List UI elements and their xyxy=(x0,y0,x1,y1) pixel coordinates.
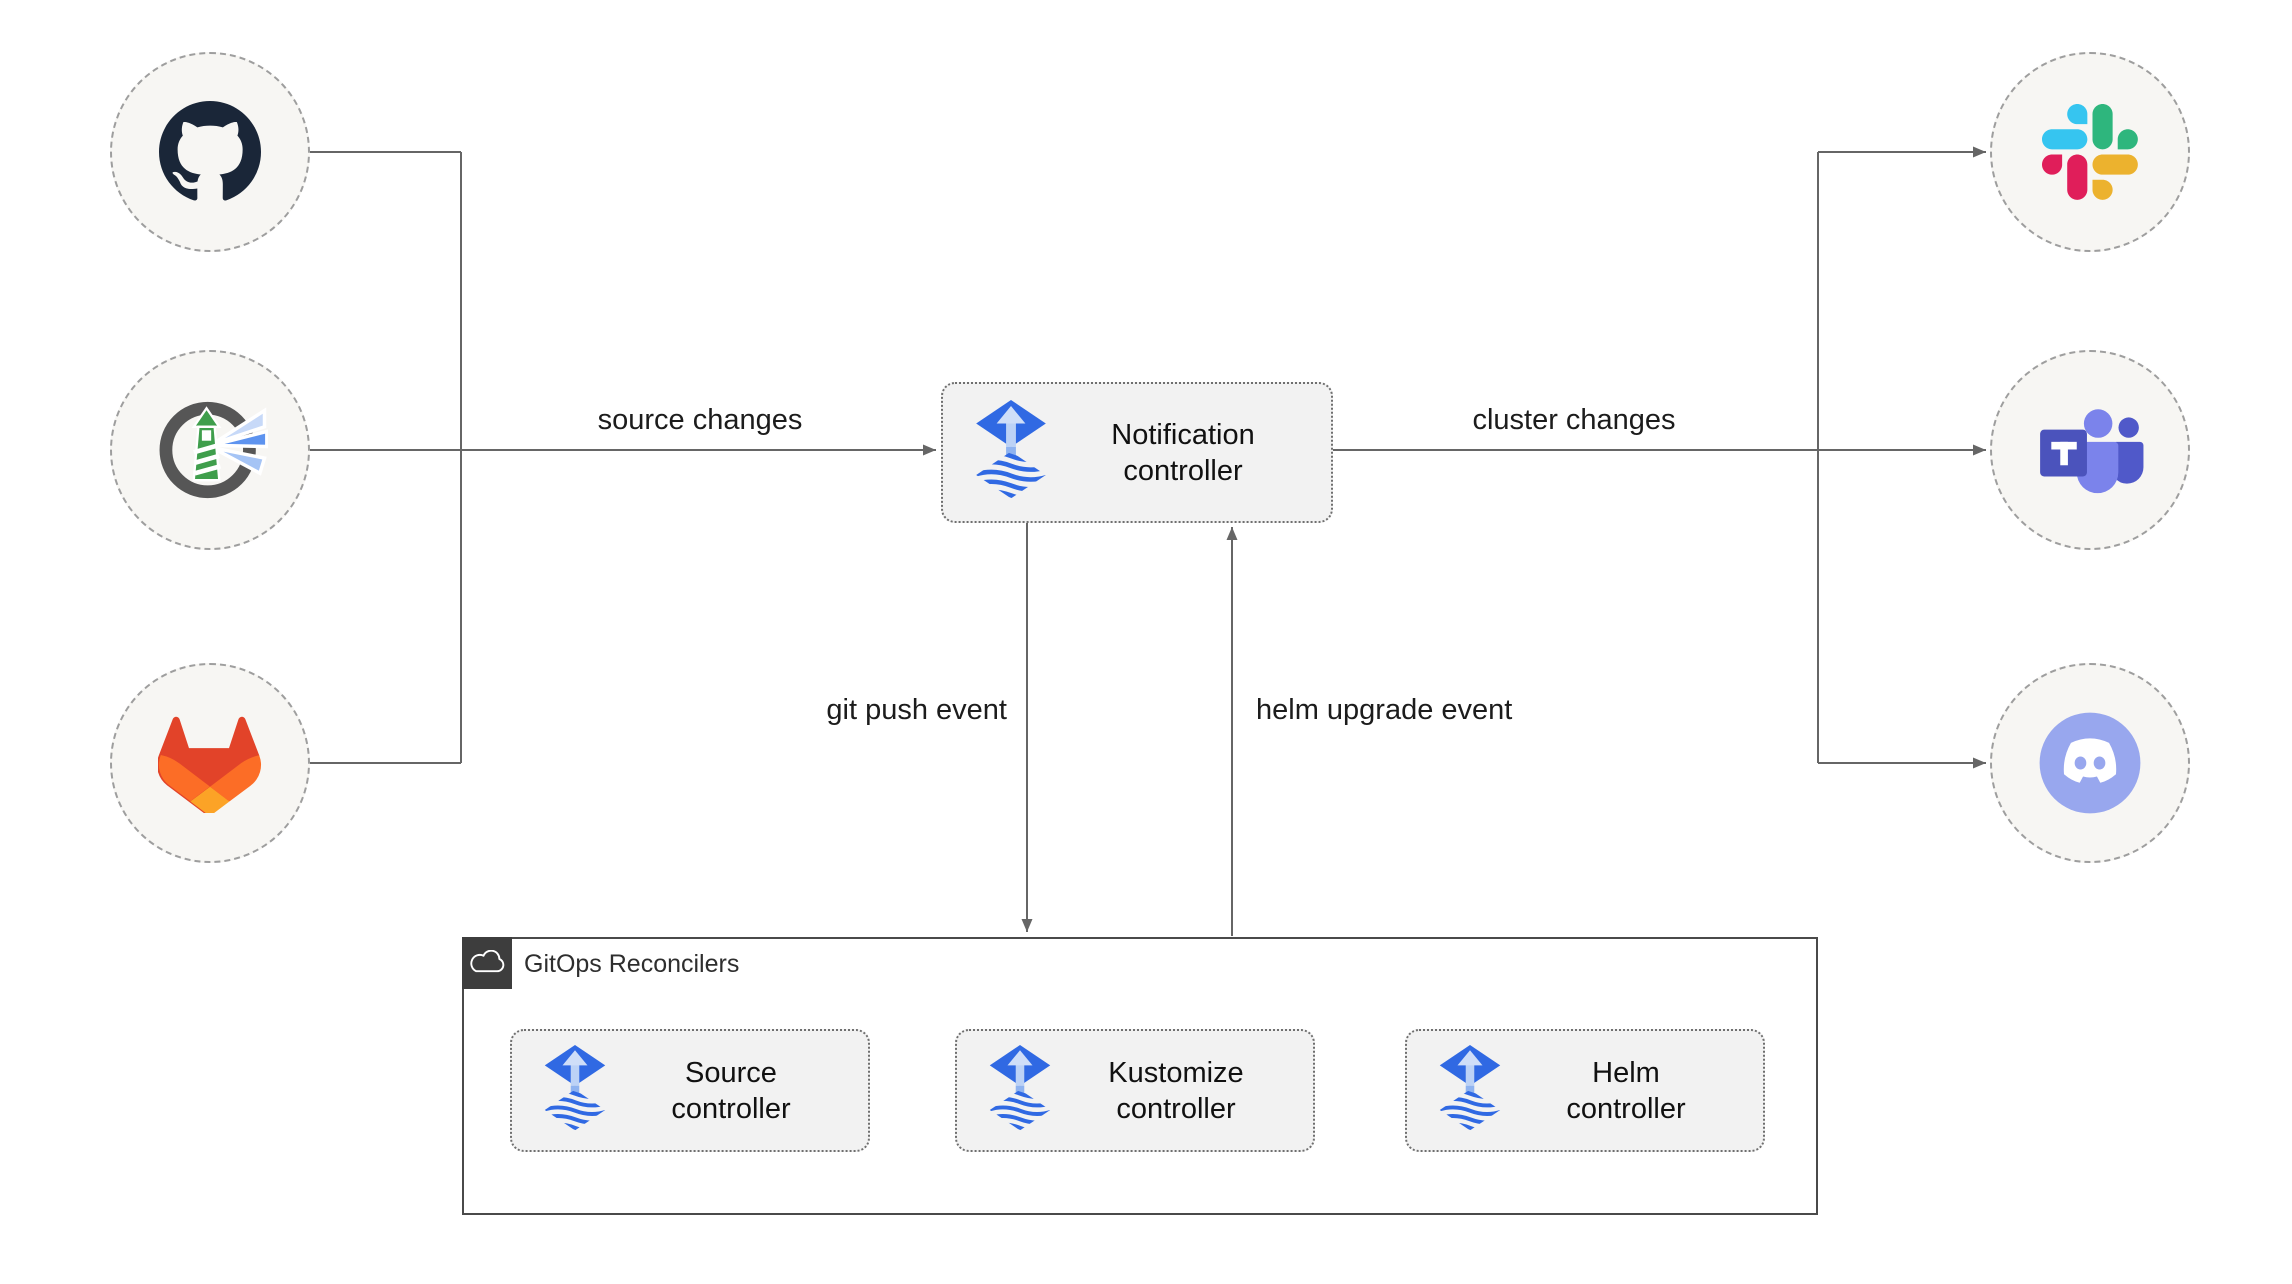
harbor-icon xyxy=(152,392,268,508)
microsoft-teams-icon xyxy=(2034,399,2146,501)
helm-controller-label: Helm controller xyxy=(1503,1055,1763,1127)
kustomize-controller-label-line2: controller xyxy=(1116,1092,1236,1125)
gitops-reconcilers-container: GitOps Reconcilers Source controller Kus… xyxy=(462,937,1818,1215)
flux-icon xyxy=(1437,1045,1503,1137)
node-discord xyxy=(1990,663,2190,863)
notification-controller-label-line1: Notification xyxy=(1111,418,1255,451)
node-slack xyxy=(1990,52,2190,252)
helm-controller-label-line2: controller xyxy=(1566,1092,1686,1125)
node-helm-controller: Helm controller xyxy=(1405,1029,1765,1152)
container-title: GitOps Reconcilers xyxy=(524,950,740,978)
node-kustomize-controller: Kustomize controller xyxy=(955,1029,1315,1152)
node-harbor xyxy=(110,350,310,550)
notification-controller-label: Notification controller xyxy=(1049,417,1331,489)
source-controller-label-line1: Source xyxy=(685,1056,777,1089)
edge-label-cluster-changes: cluster changes xyxy=(1472,404,1676,436)
kustomize-controller-label: Kustomize controller xyxy=(1053,1055,1313,1127)
node-teams xyxy=(1990,350,2190,550)
edge-label-helm-upgrade-event: helm upgrade event xyxy=(1256,694,1513,726)
source-controller-label-line2: controller xyxy=(671,1092,791,1125)
edge-label-source-changes: source changes xyxy=(597,404,803,436)
flux-icon xyxy=(987,1045,1053,1137)
node-notification-controller: Notification controller xyxy=(941,382,1333,523)
flux-icon xyxy=(973,400,1049,506)
gitlab-icon xyxy=(158,714,262,813)
node-source-controller: Source controller xyxy=(510,1029,870,1152)
cloud-icon xyxy=(468,950,506,976)
source-controller-label: Source controller xyxy=(608,1055,868,1127)
github-icon xyxy=(159,101,261,203)
node-gitlab xyxy=(110,663,310,863)
kustomize-controller-label-line1: Kustomize xyxy=(1108,1056,1244,1089)
container-tab xyxy=(462,937,512,989)
notification-controller-label-line2: controller xyxy=(1123,454,1243,487)
slack-icon xyxy=(2042,104,2138,200)
edge-label-git-push-event: git push event xyxy=(826,694,1007,726)
node-github xyxy=(110,52,310,252)
discord-icon xyxy=(2034,707,2146,819)
helm-controller-label-line1: Helm xyxy=(1592,1056,1660,1089)
flux-icon xyxy=(542,1045,608,1137)
